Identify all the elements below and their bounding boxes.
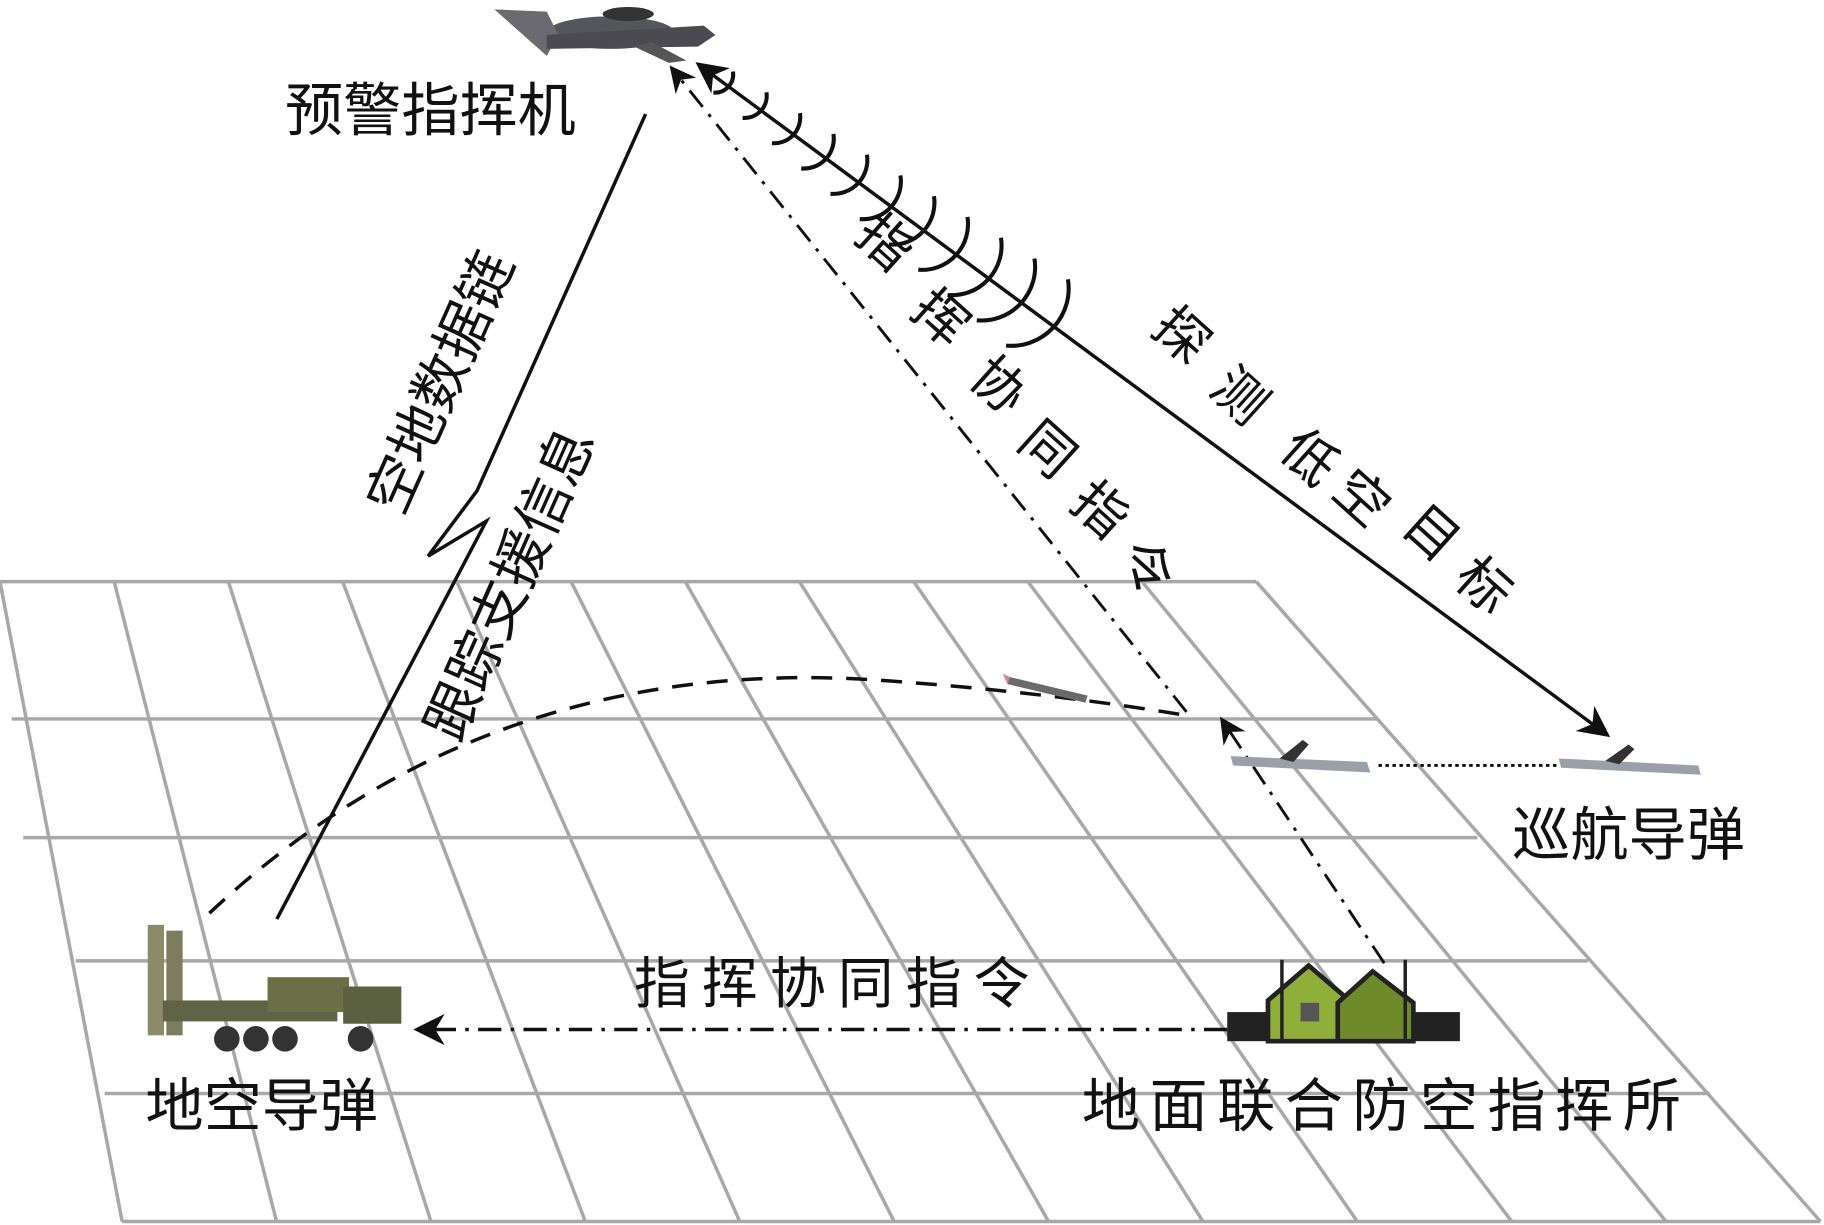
radar-wave-icon	[742, 92, 769, 120]
detect-char: 标	[1443, 544, 1525, 627]
ground-command-post-label: 地面联合防空指挥所	[1082, 1072, 1681, 1140]
grid-line	[0, 581, 124, 1222]
detect-char: 探	[1141, 294, 1223, 377]
datalink-line	[275, 113, 648, 920]
command-coordination-diagonal-label: 指挥协同指令	[844, 201, 1188, 609]
grid-line	[112, 581, 279, 1222]
command-diagonal-char: 挥	[900, 277, 982, 360]
command-diagonal-char: 令	[1106, 527, 1188, 610]
radar-wave-icons	[713, 71, 1071, 348]
radar-wave-icon	[713, 71, 736, 95]
cruise-missile-icon	[1230, 739, 1701, 775]
grid-line	[683, 580, 1051, 1223]
ground-grid	[0, 579, 1822, 1224]
sam-label: 地空导弹	[145, 1072, 378, 1140]
intercept-trajectory	[208, 675, 1187, 915]
detect-char: 测	[1199, 354, 1281, 437]
awacs-aircraft-icon	[494, 7, 716, 63]
radar-wave-icon	[947, 237, 1004, 298]
datalink-label: 空地数据链	[355, 242, 528, 523]
command-diagonal-char: 指	[844, 201, 926, 284]
detection-line	[695, 62, 1611, 738]
command-line-to-target	[1219, 716, 1386, 965]
command-diagonal-char: 指	[1059, 468, 1141, 551]
radar-wave-icon	[771, 112, 803, 146]
grid-line	[341, 581, 587, 1223]
grid-line	[226, 581, 433, 1222]
radar-wave-icon	[801, 133, 836, 171]
command-post-icon	[1227, 959, 1460, 1044]
awacs-label: 预警指挥机	[285, 76, 576, 144]
grid-line	[455, 580, 742, 1223]
radar-wave-icon	[859, 175, 903, 222]
command-line-to-awacs	[669, 65, 1188, 713]
radar-wave-icon	[976, 258, 1038, 323]
grid-line	[569, 580, 896, 1223]
sam-launcher-icon	[147, 924, 402, 1052]
command-diagonal-char: 协	[958, 344, 1040, 427]
radar-wave-icon	[1005, 278, 1071, 348]
radar-wave-icon	[918, 216, 971, 272]
interceptor-missile-icon	[1002, 673, 1088, 703]
command-diagonal-char: 同	[1007, 408, 1089, 491]
radar-wave-icon	[888, 195, 937, 247]
radar-wave-icon	[830, 154, 870, 196]
detect-char: 目	[1391, 492, 1473, 575]
cruise-missile-label: 巡航导弹	[1512, 801, 1745, 869]
